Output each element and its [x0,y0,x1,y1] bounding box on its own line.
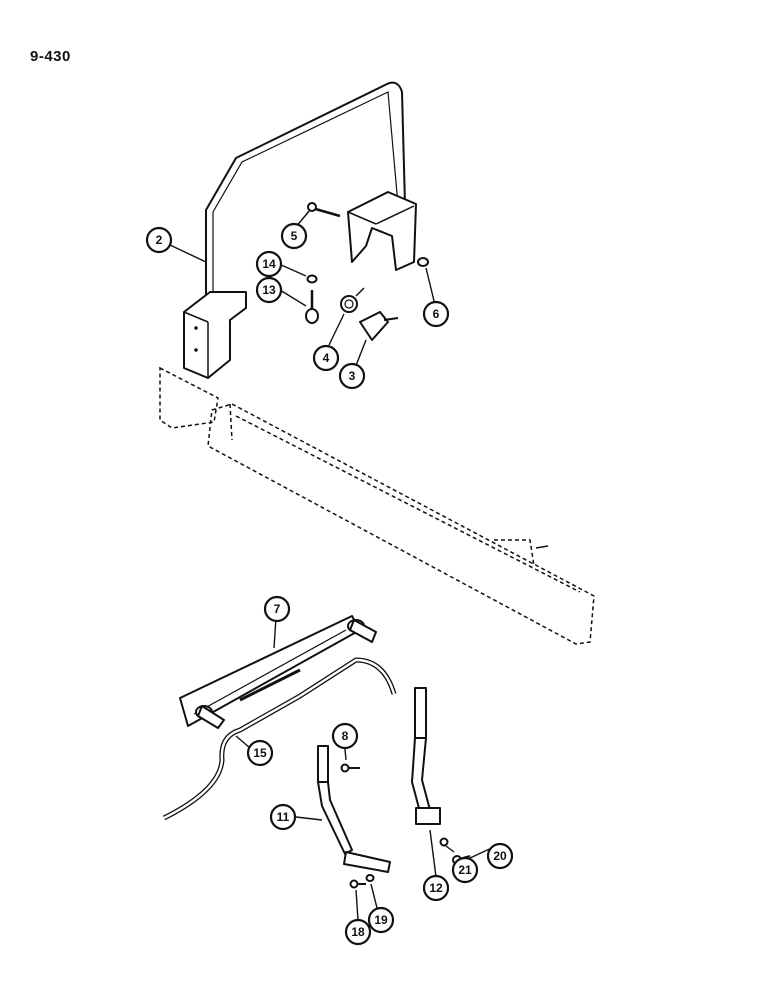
callout-19: 19 [367,906,395,934]
callout-label: 21 [458,863,472,877]
callout-label: 18 [351,925,365,939]
callout-label: 8 [342,729,349,743]
callout-label: 14 [262,257,276,271]
slide-plate [179,615,377,729]
screws [340,763,471,889]
callout-14: 14 [255,250,283,278]
callout-label: 13 [262,283,276,297]
callout-4: 4 [312,344,340,372]
callout-20: 20 [486,842,514,870]
callout-15: 15 [246,739,274,767]
lever-12 [411,687,441,825]
callout-11: 11 [269,803,297,831]
callout-label: 5 [291,229,298,243]
left-bracket [183,291,247,379]
callout-label: 2 [156,233,163,247]
callout-12: 12 [422,874,450,902]
callout-label: 7 [274,602,281,616]
callout-label: 11 [277,810,290,824]
page-code: 9-430 [30,48,71,65]
callout-5: 5 [280,222,308,250]
callout-18: 18 [344,918,372,946]
callout-2: 2 [145,226,173,254]
right-bracket [347,191,417,271]
callout-label: 4 [323,351,330,365]
shift-rod [162,657,397,821]
frame-rail [159,366,595,645]
callout-7: 7 [263,595,291,623]
callout-label: 19 [374,913,388,927]
callout-21: 21 [451,856,479,884]
callout-label: 15 [253,746,267,760]
lever-11 [317,745,391,873]
callout-8: 8 [331,722,359,750]
callout-label: 12 [429,881,443,895]
callout-13: 13 [255,276,283,304]
leader-lines [169,209,497,921]
callout-6: 6 [422,300,450,328]
callout-label: 6 [433,307,440,321]
callout-label: 20 [493,849,507,863]
handle-rail [205,81,406,300]
callout-label: 3 [349,369,356,383]
callout-3: 3 [338,362,366,390]
small-hardware [305,202,429,341]
